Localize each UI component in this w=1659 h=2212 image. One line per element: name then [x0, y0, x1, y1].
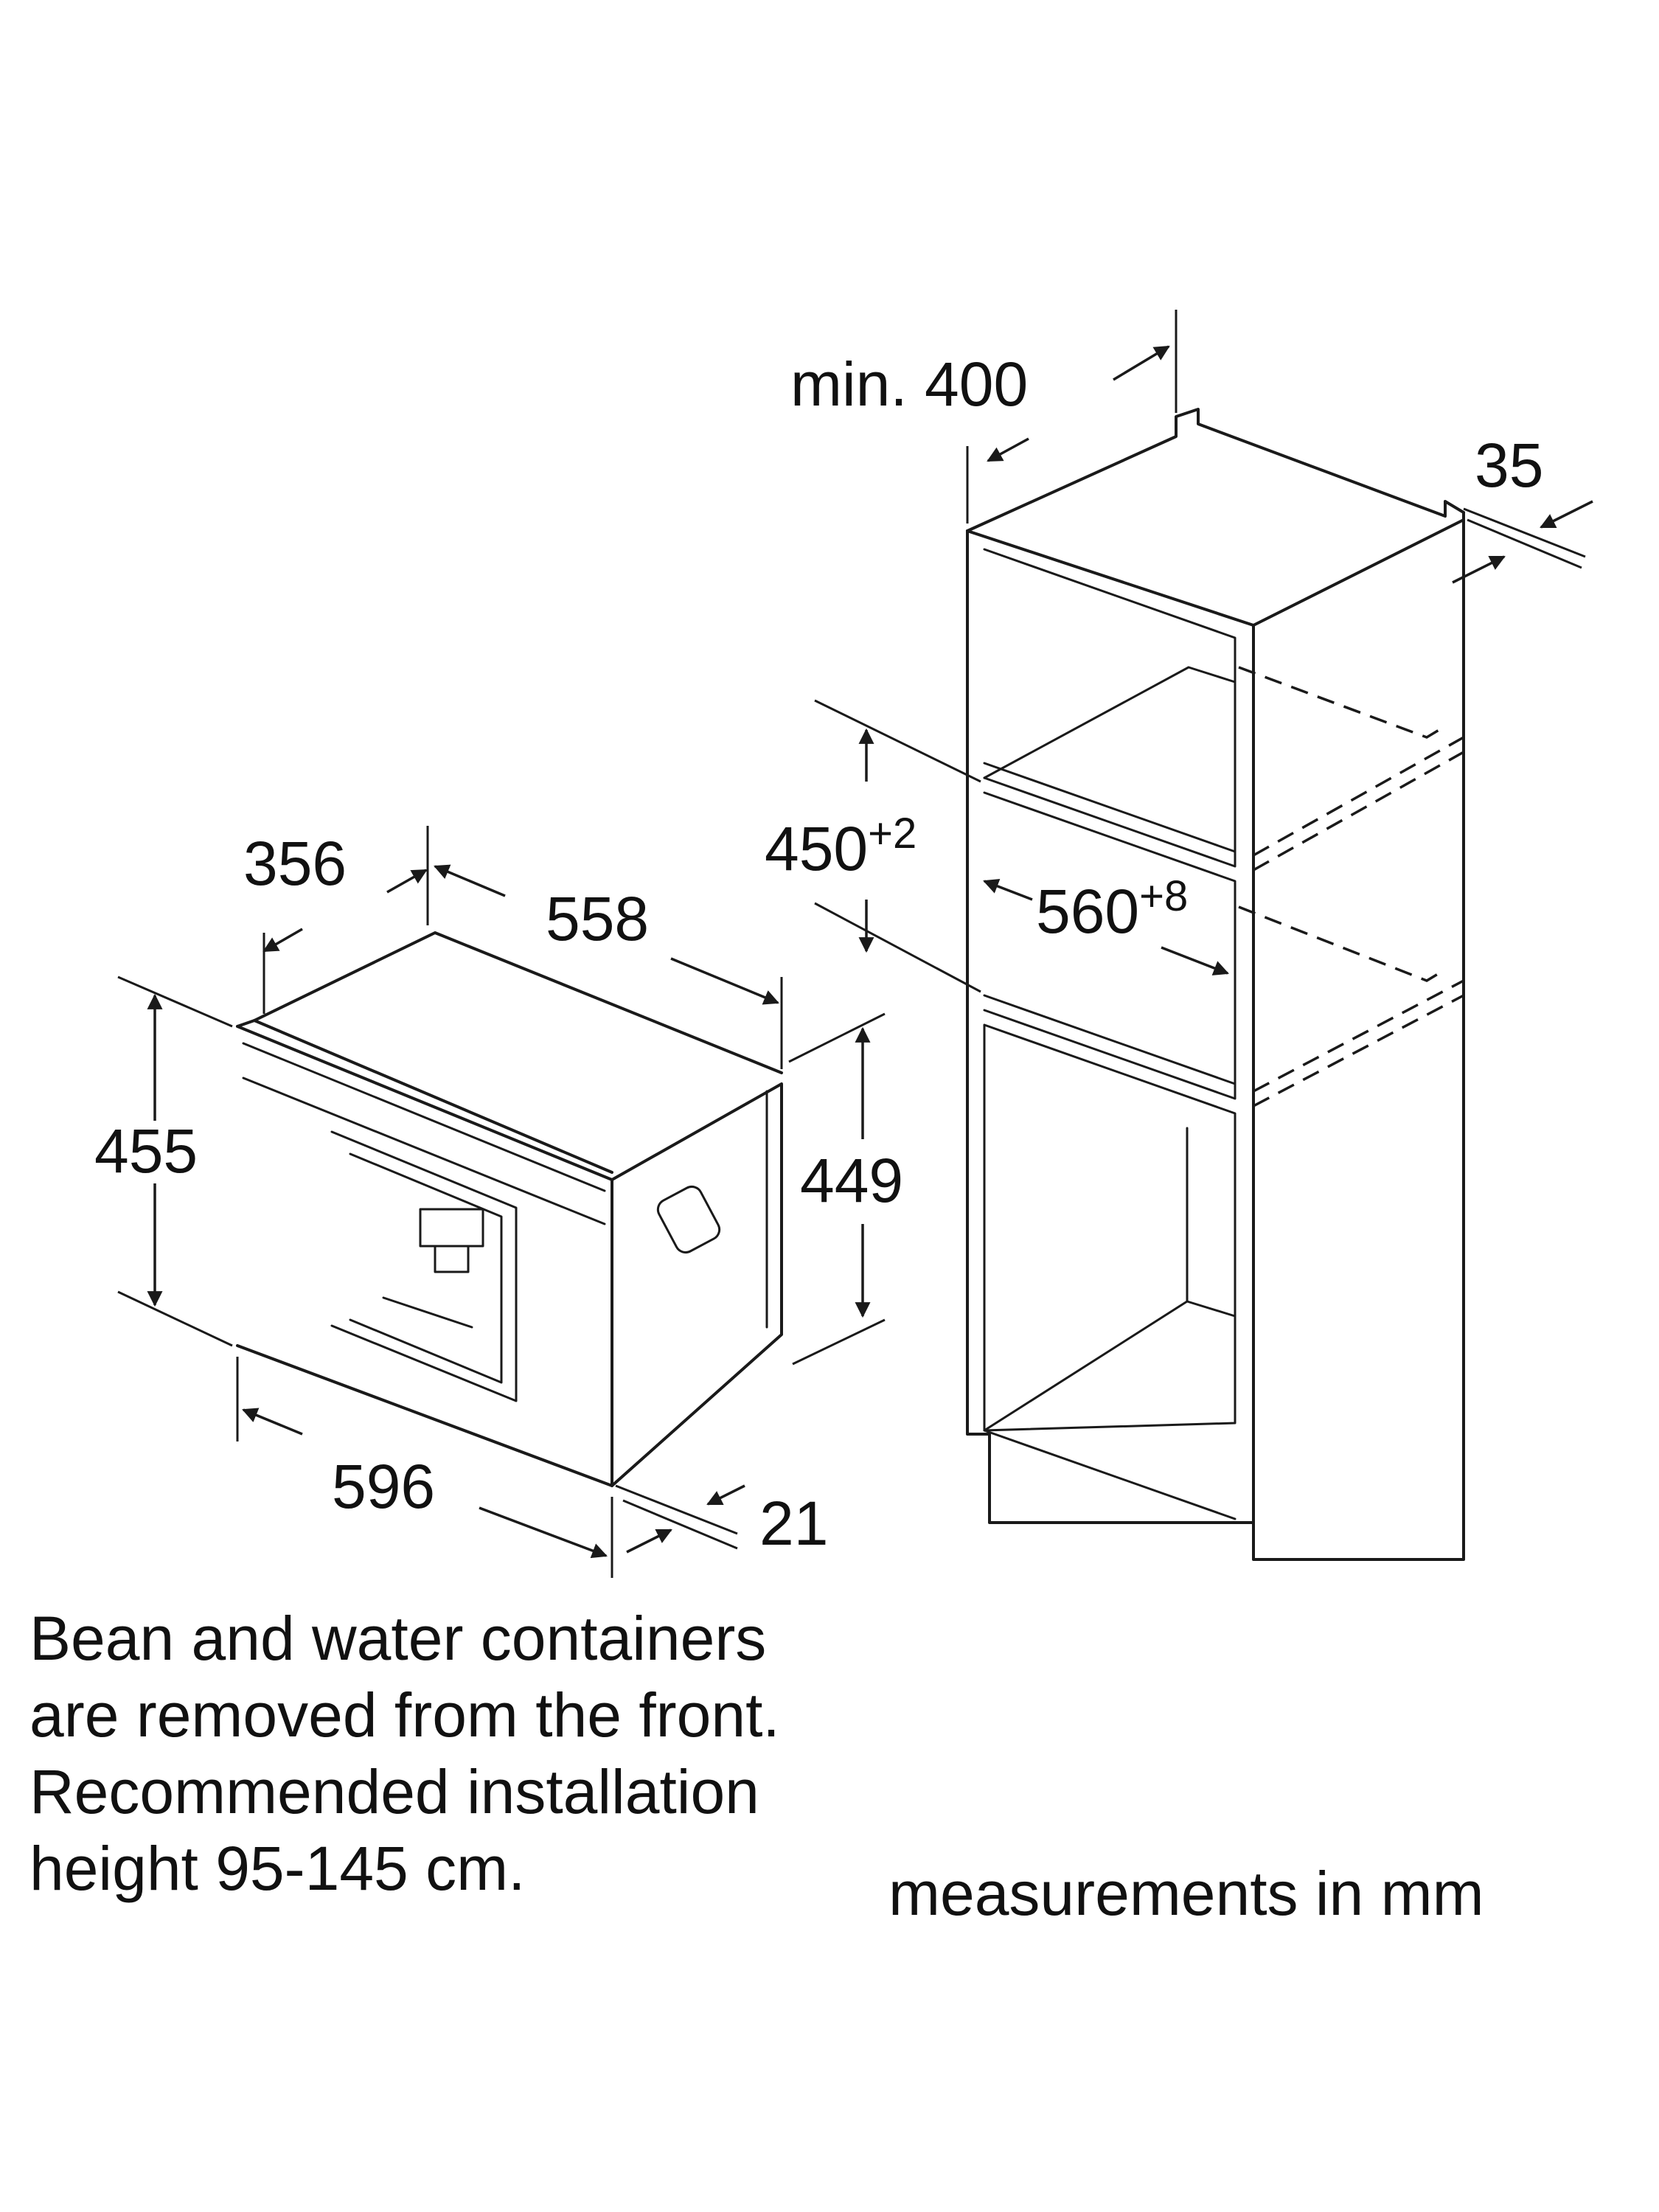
installation-note: Bean and water containers are removed fr… — [29, 1600, 780, 1907]
label-560-value: 560 — [1036, 877, 1139, 946]
label-356: 356 — [243, 829, 347, 898]
label-21: 21 — [759, 1489, 828, 1558]
note-line-2: are removed from the front. — [29, 1680, 780, 1750]
units-note: measurements in mm — [888, 1859, 1484, 1928]
label-596: 596 — [332, 1452, 435, 1521]
label-558: 558 — [546, 884, 649, 953]
note-line-3: Recommended installation — [29, 1757, 759, 1826]
label-450-tolerance: +2 — [868, 810, 917, 858]
label-450: 450+2 — [765, 810, 917, 883]
label-min-400: min. 400 — [790, 349, 1028, 419]
label-455: 455 — [94, 1116, 198, 1186]
label-450-value: 450 — [765, 814, 868, 883]
coffee-machine — [236, 931, 783, 1487]
label-449: 449 — [800, 1146, 903, 1215]
label-560-tolerance: +8 — [1139, 872, 1188, 920]
dimension-lines — [117, 310, 1593, 1578]
label-35: 35 — [1475, 431, 1543, 500]
tall-cabinet — [966, 408, 1465, 1561]
note-line-4: height 95-145 cm. — [29, 1834, 526, 1903]
label-560: 560+8 — [1036, 872, 1188, 946]
note-line-1: Bean and water containers — [29, 1604, 767, 1673]
